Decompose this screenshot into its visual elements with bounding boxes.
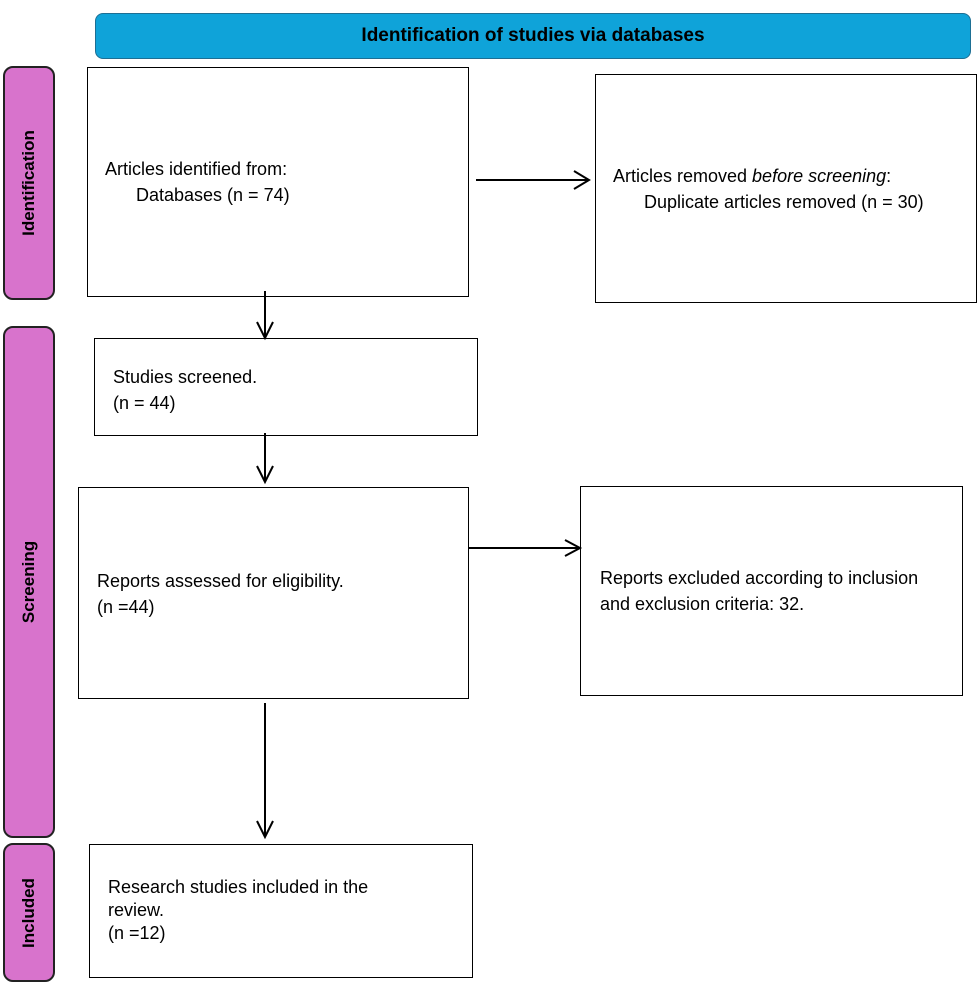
records-removed-italic: before screening — [752, 166, 887, 186]
box-studies-screened: Studies screened. (n = 44) — [94, 338, 478, 436]
phase-included: Included — [3, 843, 55, 982]
studies-included-line2: review. — [108, 900, 165, 920]
arrow-assessed-to-excluded — [469, 539, 583, 557]
records-identified-line2: Databases (n = 74) — [136, 185, 290, 205]
studies-included-line1: Research studies included in the — [108, 877, 369, 897]
arrow-screened-to-assessed — [256, 433, 274, 485]
records-removed-suffix: : — [886, 166, 892, 186]
box-studies-included: Research studies included in the review.… — [89, 844, 473, 978]
reports-excluded-line2: and exclusion criteria: 32. — [600, 594, 805, 614]
records-removed-line2: Duplicate articles removed (n = 30) — [644, 192, 924, 212]
box-reports-assessed: Reports assessed for eligibility. (n =44… — [78, 487, 469, 699]
records-removed-line1: Articles removed before screening: — [613, 163, 976, 189]
reports-assessed-line2: (n =44) — [97, 597, 155, 617]
records-removed-prefix: Articles removed — [613, 166, 753, 186]
arrow-identified-to-screened — [256, 291, 274, 341]
reports-excluded-line1: Reports excluded according to inclusion — [600, 568, 919, 588]
studies-screened-line2: (n = 44) — [113, 393, 176, 413]
arrow-assessed-to-included — [256, 703, 274, 840]
studies-included-line3: (n =12) — [108, 923, 166, 943]
phase-identification: Identification — [3, 66, 55, 300]
box-records-identified: Articles identified from: Databases (n =… — [87, 67, 469, 297]
studies-screened-line1: Studies screened. — [113, 367, 258, 387]
diagram-header-title: Identification of studies via databases — [361, 25, 705, 46]
reports-assessed-line1: Reports assessed for eligibility. — [97, 571, 344, 591]
box-reports-excluded: Reports excluded according to inclusion … — [580, 486, 963, 696]
records-identified-line1: Articles identified from: — [105, 159, 288, 179]
diagram-header: Identification of studies via databases — [95, 13, 971, 59]
arrow-identified-to-removed — [476, 170, 591, 190]
phase-screening: Screening — [3, 326, 55, 838]
box-records-removed: Articles removed before screening: Dupli… — [595, 74, 977, 303]
